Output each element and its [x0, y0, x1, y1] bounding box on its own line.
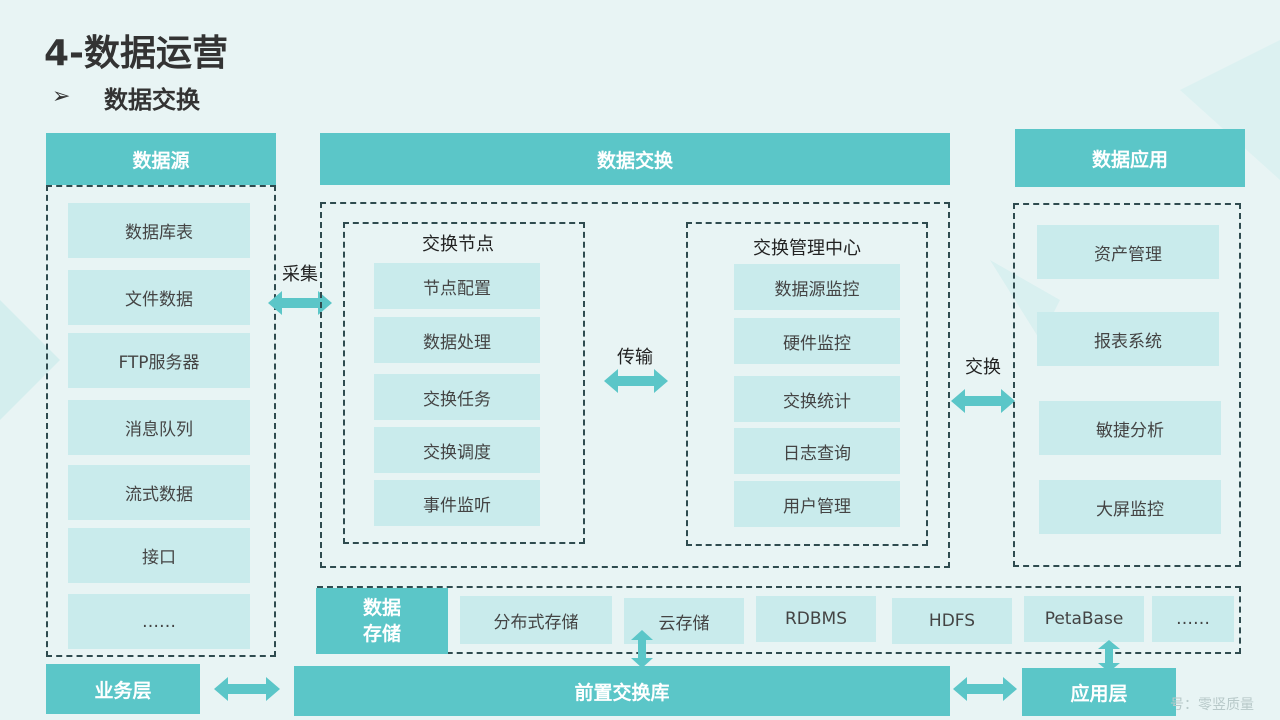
page-subtitle: 数据交换 — [104, 86, 200, 114]
exchange-node-title: 交换节点 — [422, 234, 494, 255]
subtitle-bullet-icon: ➢ — [52, 84, 71, 109]
storage-item: RDBMS — [756, 596, 876, 642]
front-exchange-db: 前置交换库 — [294, 666, 950, 716]
collect-arrow-icon — [268, 291, 332, 315]
exchange-arrow-icon — [951, 389, 1015, 413]
transfer-label: 传输 — [617, 347, 653, 368]
storage-item: PetaBase — [1024, 596, 1144, 642]
source-header: 数据源 — [46, 133, 276, 185]
storage-label-line2: 存储 — [362, 623, 401, 645]
source-item: 文件数据 — [68, 270, 250, 325]
application-item: 报表系统 — [1037, 312, 1219, 366]
exchange-node-item: 交换调度 — [374, 427, 540, 473]
exchange-center-item: 用户管理 — [734, 481, 900, 527]
source-item: 消息队列 — [68, 400, 250, 455]
source-item: …… — [68, 594, 250, 649]
storage-label-line1: 数据 — [362, 597, 401, 619]
collect-label: 采集 — [282, 264, 318, 285]
source-panel — [46, 185, 276, 657]
exchange-node-item: 节点配置 — [374, 263, 540, 309]
exchange-panel — [320, 202, 950, 568]
storage-petabase-arrow-icon — [1098, 640, 1120, 672]
source-item: 接口 — [68, 528, 250, 583]
application-item: 大屏监控 — [1039, 480, 1221, 534]
application-layer: 应用层 — [1022, 668, 1176, 716]
storage-item: HDFS — [892, 598, 1012, 644]
exchange-header: 数据交换 — [320, 133, 950, 185]
application-item: 敏捷分析 — [1039, 401, 1221, 455]
exchange-center-item: 日志查询 — [734, 428, 900, 474]
exchange-center-panel — [686, 222, 928, 546]
business-layer: 业务层 — [46, 664, 200, 714]
application-item: 资产管理 — [1037, 225, 1219, 279]
source-item: 数据库表 — [68, 203, 250, 258]
exchange-label: 交换 — [965, 357, 1001, 378]
storage-cloud-arrow-icon — [631, 630, 653, 668]
watermark: 号：零竖质量 — [1170, 697, 1254, 713]
storage-item: 分布式存储 — [460, 596, 612, 644]
source-item: 流式数据 — [68, 465, 250, 520]
exchange-center-item: 硬件监控 — [734, 318, 900, 364]
transfer-arrow-icon — [604, 369, 668, 393]
exchange-node-panel — [343, 222, 585, 544]
exchange-center-title: 交换管理中心 — [753, 238, 861, 259]
business-arrow-icon — [214, 677, 280, 701]
exchange-node-item: 数据处理 — [374, 317, 540, 363]
storage-label: 数据 存储 — [316, 588, 448, 654]
app-layer-arrow-icon — [953, 677, 1017, 701]
page-title: 4-数据运营 — [44, 33, 228, 74]
source-item: FTP服务器 — [68, 333, 250, 388]
application-header: 数据应用 — [1015, 129, 1245, 187]
exchange-node-item: 交换任务 — [374, 374, 540, 420]
exchange-center-item: 数据源监控 — [734, 264, 900, 310]
exchange-center-item: 交换统计 — [734, 376, 900, 422]
storage-item: …… — [1152, 596, 1234, 642]
exchange-node-item: 事件监听 — [374, 480, 540, 526]
application-panel — [1013, 203, 1241, 567]
